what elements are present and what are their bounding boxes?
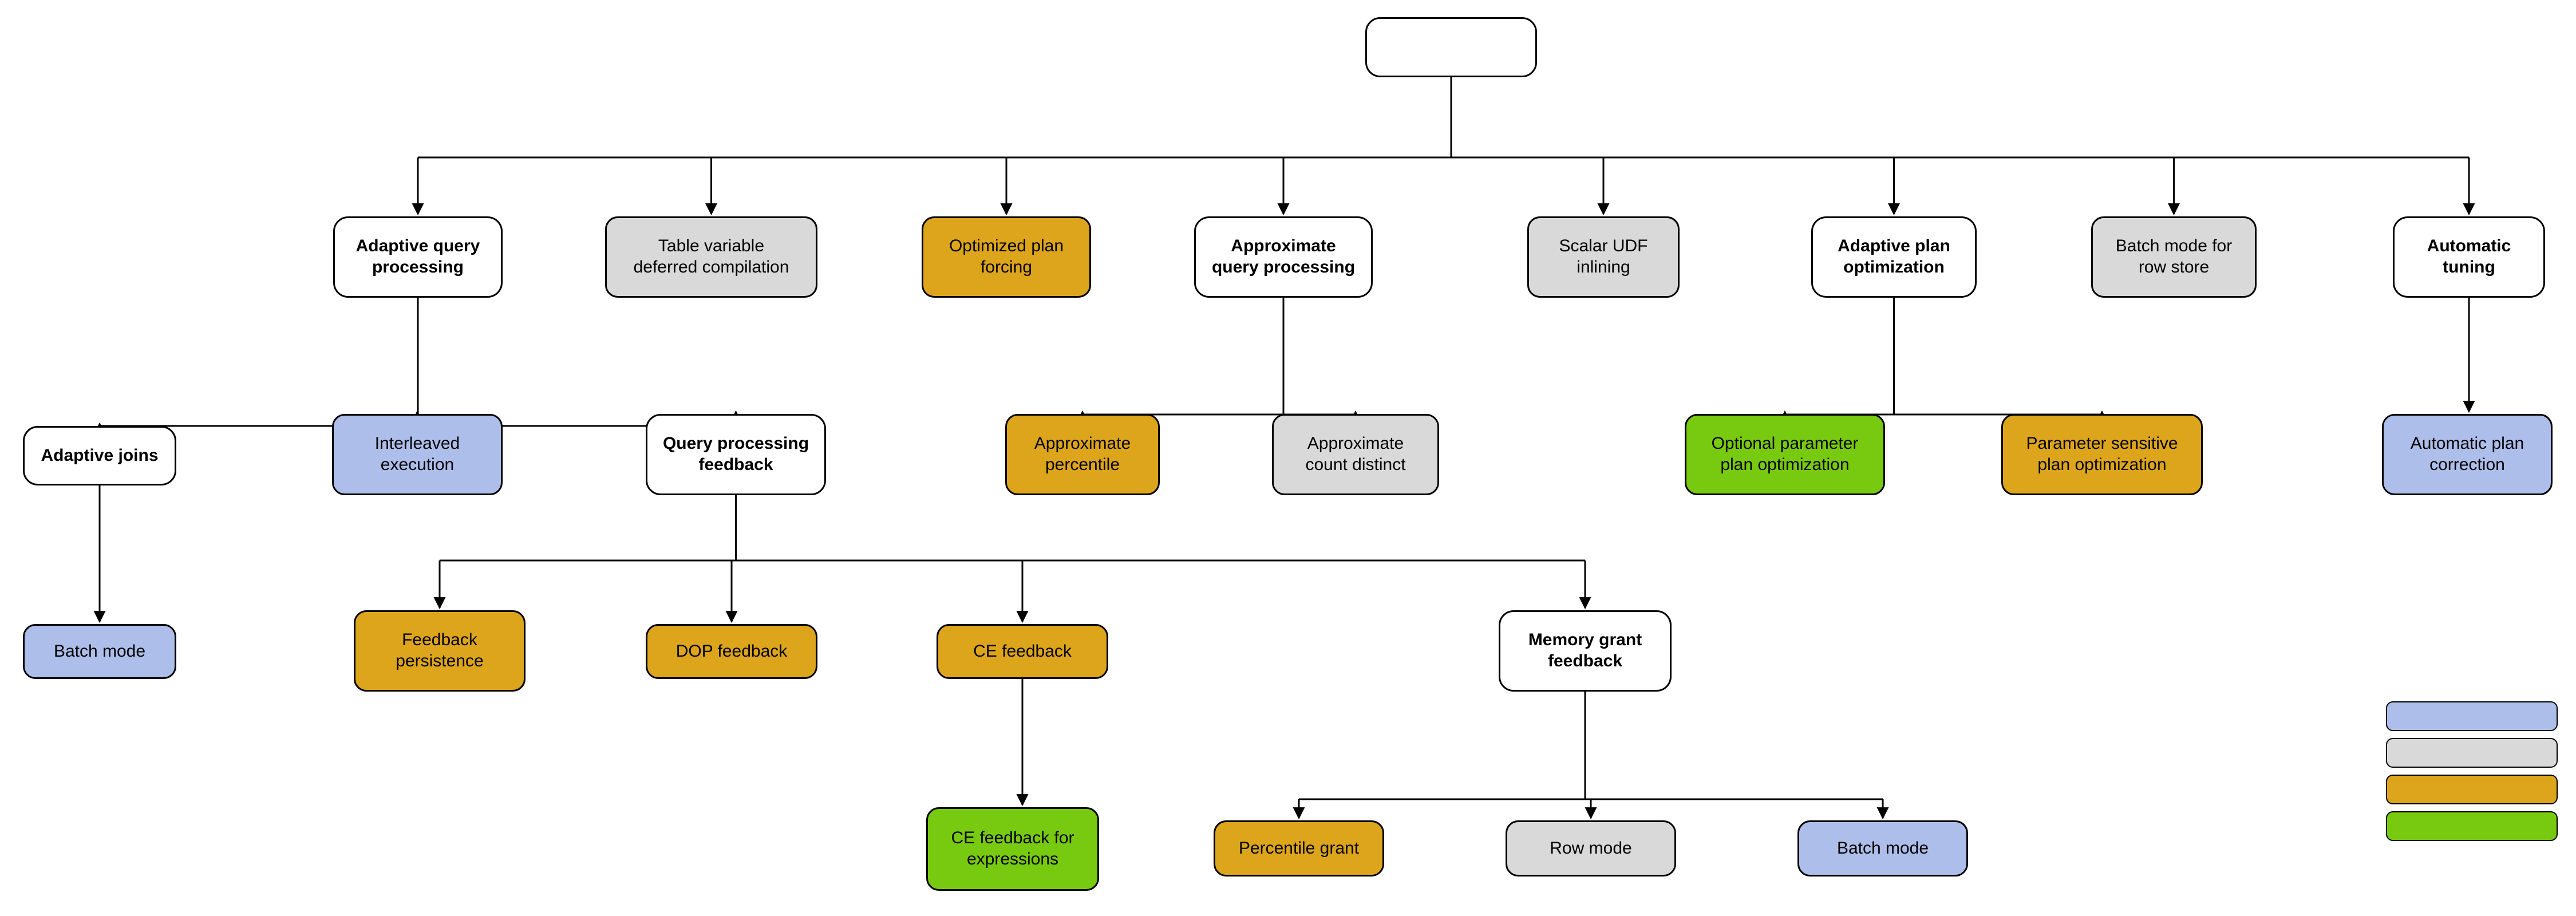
node-opf[interactable]: Optimized plan forcing (922, 216, 1091, 298)
node-qpf[interactable]: Query processing feedback (646, 414, 826, 495)
node-oppo[interactable]: Optional parameter plan optimization (1685, 414, 1885, 495)
node-approxpct[interactable]: Approximate percentile (1005, 414, 1160, 495)
node-apc[interactable]: Automatic plan correction (2382, 414, 2553, 495)
node-batchmode2[interactable]: Batch mode (1797, 820, 1968, 876)
node-dopfb[interactable]: DOP feedback (646, 624, 817, 679)
node-pspo[interactable]: Parameter sensitive plan optimization (2001, 414, 2203, 495)
node-pctgrant[interactable]: Percentile grant (1214, 820, 1384, 876)
node-root[interactable] (1365, 17, 1537, 77)
node-fbpersist[interactable]: Feedback persistence (354, 610, 526, 692)
node-adaptjoins[interactable]: Adaptive joins (23, 426, 176, 485)
node-bmrs[interactable]: Batch mode for row store (2091, 216, 2257, 298)
node-cefb[interactable]: CE feedback (937, 624, 1108, 679)
node-udf[interactable]: Scalar UDF inlining (1527, 216, 1680, 298)
node-approxqp[interactable]: Approximate query processing (1194, 216, 1373, 298)
node-cefbexpr[interactable]: CE feedback for expressions (926, 807, 1099, 891)
legend (2386, 701, 2558, 841)
node-approxcd[interactable]: Approximate count distinct (1272, 414, 1439, 495)
node-interleaved[interactable]: Interleaved execution (332, 414, 503, 495)
node-rowmode[interactable]: Row mode (1506, 820, 1676, 876)
node-tvdc[interactable]: Table variable deferred compilation (605, 216, 817, 298)
node-mgf[interactable]: Memory grant feedback (1499, 610, 1672, 692)
node-autotune[interactable]: Automatic tuning (2393, 216, 2545, 298)
legend-item-sql2017[interactable] (2386, 701, 2558, 731)
node-batchmode1[interactable]: Batch mode (23, 624, 176, 679)
legend-item-sql2025[interactable] (2386, 811, 2558, 841)
legend-item-sql2019[interactable] (2386, 738, 2558, 768)
node-apo[interactable]: Adaptive plan optimization (1811, 216, 1977, 298)
legend-item-sql2022[interactable] (2386, 775, 2558, 804)
node-aqp[interactable]: Adaptive query processing (333, 216, 503, 298)
